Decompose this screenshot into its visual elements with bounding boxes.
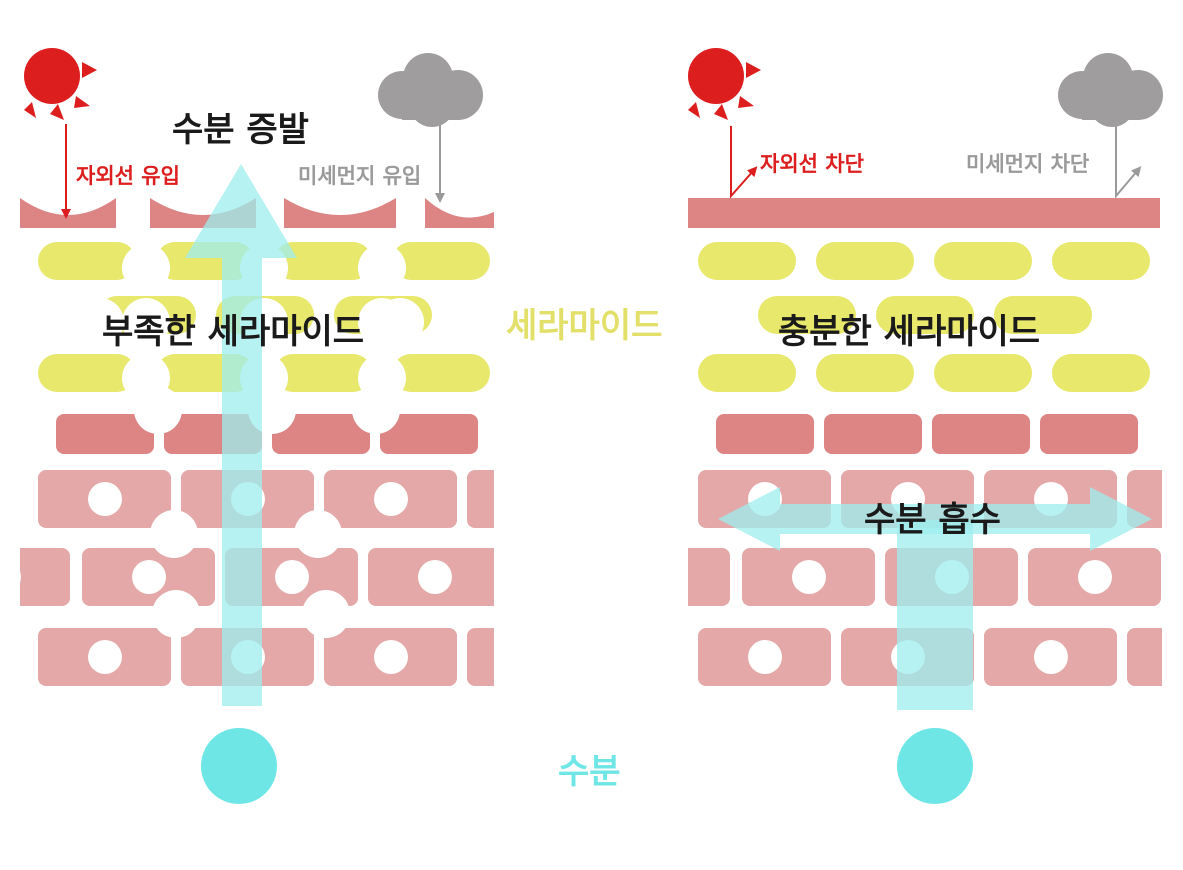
right-panel xyxy=(647,48,1183,804)
cell-nucleus xyxy=(1177,640,1183,674)
uv-block-arrow xyxy=(730,126,758,199)
left-panel xyxy=(20,48,644,804)
cloud-icon xyxy=(1058,53,1163,127)
uv-block-label: 자외선 차단 xyxy=(760,152,864,176)
skin-cell xyxy=(20,548,70,606)
skin-cell xyxy=(1171,548,1183,606)
cell-nucleus xyxy=(88,482,122,516)
cell-nucleus xyxy=(275,560,309,594)
cell-nucleus xyxy=(88,640,122,674)
cell-nucleus xyxy=(374,640,408,674)
granular-cell xyxy=(824,414,922,454)
sun-icon xyxy=(688,48,761,120)
ceramide-block xyxy=(1052,354,1150,392)
cell-nucleus xyxy=(374,482,408,516)
ceramide-gap xyxy=(358,244,406,292)
insufficient-ceramide-label: 부족한 세라마이드 xyxy=(102,312,365,352)
evaporation-arrow xyxy=(185,164,297,706)
ceramide-block xyxy=(392,242,490,280)
granular-cell xyxy=(716,414,814,454)
ceramide-gap xyxy=(352,386,400,434)
granular-cell xyxy=(272,414,370,454)
water-drop-icon xyxy=(201,728,277,804)
ceramide-gap xyxy=(376,298,424,346)
granular-cell xyxy=(932,414,1030,454)
cell-nucleus xyxy=(1078,560,1112,594)
ceramide-legend-label: 세라마이드 xyxy=(506,306,663,346)
skin-cell xyxy=(467,470,494,528)
cell-nucleus xyxy=(517,482,551,516)
granular-cell xyxy=(56,414,154,454)
ceramide-block xyxy=(934,242,1032,280)
absorb-vertical-bar xyxy=(897,520,973,710)
ceramide-block xyxy=(934,354,1032,392)
left-skin-layer xyxy=(20,242,644,686)
ceramide-block xyxy=(1052,242,1150,280)
ceramide-block xyxy=(274,242,372,280)
skin-cell xyxy=(511,548,644,606)
ceramide-block xyxy=(392,354,490,392)
water-legend-label: 수분 xyxy=(558,752,621,792)
ceramide-block xyxy=(816,354,914,392)
ceramide-gap xyxy=(122,244,170,292)
left-damaged-top-layer xyxy=(20,198,494,228)
ceramide-gap xyxy=(302,590,350,638)
granular-cell xyxy=(1040,414,1138,454)
ceramide-block xyxy=(994,296,1092,334)
ceramide-block xyxy=(816,242,914,280)
granular-cell xyxy=(380,414,478,454)
ceramide-block xyxy=(698,242,796,280)
ceramide-gap xyxy=(294,510,342,558)
cell-nucleus xyxy=(20,571,21,583)
dust-block-label: 미세먼지 차단 xyxy=(966,152,1090,176)
evaporation-label: 수분 증발 xyxy=(172,110,309,150)
cell-nucleus xyxy=(561,560,595,594)
sun-icon xyxy=(24,48,97,120)
cell-nucleus xyxy=(1177,482,1183,516)
ceramide-gap xyxy=(76,298,124,346)
uv-in-label: 자외선 유입 xyxy=(76,164,180,188)
cell-nucleus xyxy=(792,560,826,594)
ceramide-block xyxy=(38,242,136,280)
dust-block-arrow xyxy=(1115,126,1142,199)
cell-nucleus xyxy=(647,560,681,594)
ceramide-block xyxy=(698,354,796,392)
ceramide-gap xyxy=(152,590,200,638)
ceramide-block xyxy=(758,296,856,334)
dust-in-label: 미세먼지 유입 xyxy=(298,164,422,188)
skin-cell xyxy=(688,548,730,606)
right-intact-top-layer xyxy=(688,198,1160,228)
sufficient-ceramide-label: 충분한 세라마이드 xyxy=(778,312,1041,352)
skin-cell xyxy=(1127,628,1162,686)
skin-cell xyxy=(467,628,494,686)
absorb-horizontal-arrow xyxy=(718,487,1152,551)
cell-nucleus xyxy=(748,640,782,674)
ceramide-gap xyxy=(134,386,182,434)
cell-nucleus xyxy=(1034,640,1068,674)
absorb-label: 수분 흡수 xyxy=(864,500,1001,540)
ceramide-gap xyxy=(122,298,170,346)
cloud-icon xyxy=(378,53,483,127)
ceramide-block xyxy=(274,354,372,392)
ceramide-gap xyxy=(150,510,198,558)
cell-nucleus xyxy=(132,560,166,594)
cell-nucleus xyxy=(517,640,551,674)
ceramide-block xyxy=(876,296,974,334)
water-drop-icon xyxy=(897,728,973,804)
cell-nucleus xyxy=(418,560,452,594)
ceramide-block xyxy=(38,354,136,392)
